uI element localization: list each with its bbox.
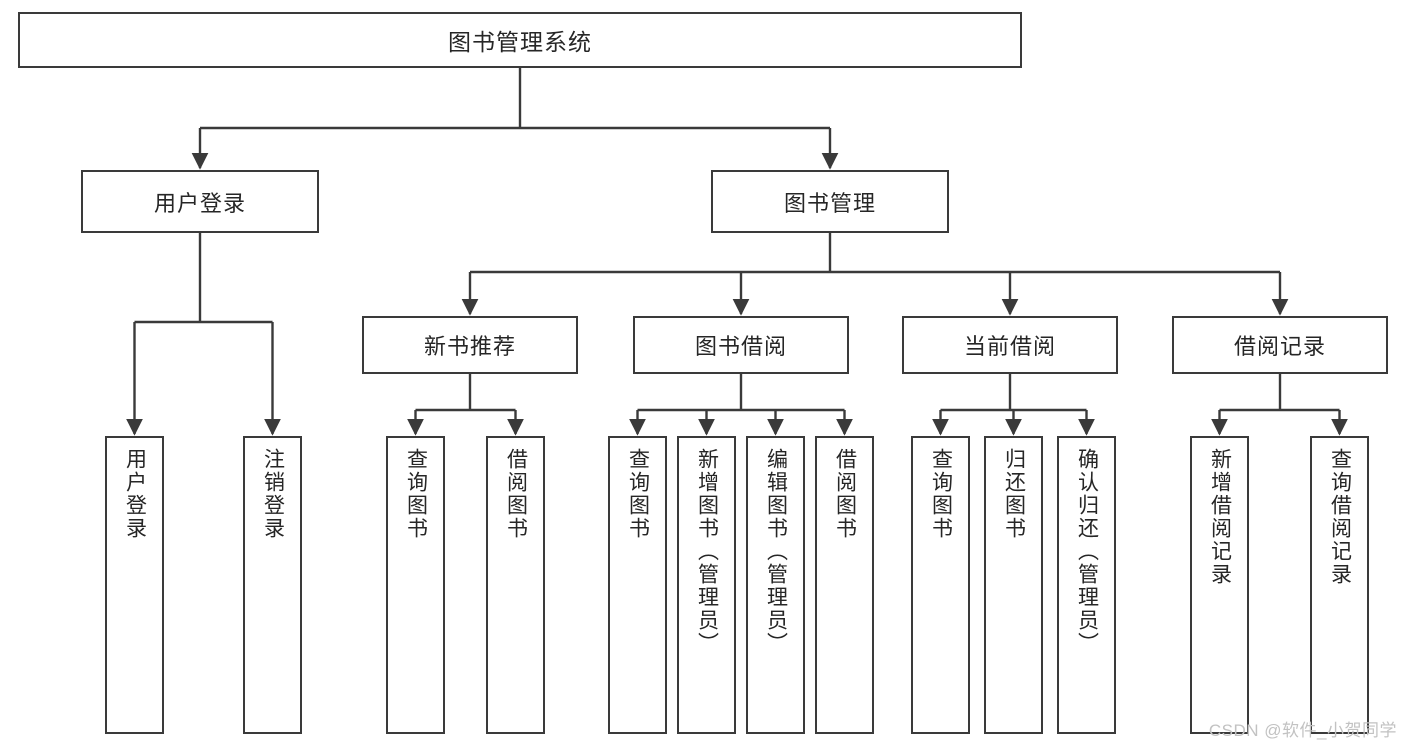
leaf-label: 查询图书 <box>929 448 953 540</box>
leaf-label: 借阅图书 <box>504 448 528 540</box>
leaf-label: 查询借阅记录 <box>1328 448 1352 586</box>
node-book-manage[interactable]: 图书管理 <box>711 170 949 233</box>
leaf-label: 新增借阅记录 <box>1208 448 1232 586</box>
leaf-label: 借阅图书 <box>833 448 857 540</box>
node-leaf-borrow-book-rec[interactable]: 借阅图书 <box>486 436 545 734</box>
node-leaf-edit-book-admin[interactable]: 编辑图书（管理员） <box>746 436 805 734</box>
node-leaf-add-borrow-record[interactable]: 新增借阅记录 <box>1190 436 1249 734</box>
node-leaf-confirm-return-admin[interactable]: 确认归还（管理员） <box>1057 436 1116 734</box>
leaf-label: 编辑图书（管理员） <box>764 448 788 655</box>
node-new-book-recommend[interactable]: 新书推荐 <box>362 316 578 374</box>
node-leaf-query-book-cur[interactable]: 查询图书 <box>911 436 970 734</box>
leaf-label: 查询图书 <box>626 448 650 540</box>
node-leaf-user-login[interactable]: 用户登录 <box>105 436 164 734</box>
node-leaf-user-logout[interactable]: 注销登录 <box>243 436 302 734</box>
leaf-label: 用户登录 <box>123 448 147 540</box>
node-leaf-return-book[interactable]: 归还图书 <box>984 436 1043 734</box>
node-current-borrow[interactable]: 当前借阅 <box>902 316 1118 374</box>
node-user-login[interactable]: 用户登录 <box>81 170 319 233</box>
node-leaf-query-book-borrow[interactable]: 查询图书 <box>608 436 667 734</box>
leaf-label: 新增图书（管理员） <box>695 448 719 655</box>
node-root-图书管理系统[interactable]: 图书管理系统 <box>18 12 1022 68</box>
node-borrow-record[interactable]: 借阅记录 <box>1172 316 1388 374</box>
leaf-label: 确认归还（管理员） <box>1075 448 1099 655</box>
leaf-label: 查询图书 <box>404 448 428 540</box>
leaf-label: 归还图书 <box>1002 448 1026 540</box>
node-leaf-borrow-book[interactable]: 借阅图书 <box>815 436 874 734</box>
node-leaf-query-book-rec[interactable]: 查询图书 <box>386 436 445 734</box>
watermark: CSDN @软件_小贺同学 <box>1208 721 1397 740</box>
node-leaf-add-book-admin[interactable]: 新增图书（管理员） <box>677 436 736 734</box>
leaf-label: 注销登录 <box>261 448 285 540</box>
node-leaf-query-borrow-record[interactable]: 查询借阅记录 <box>1310 436 1369 734</box>
node-book-borrow[interactable]: 图书借阅 <box>633 316 849 374</box>
